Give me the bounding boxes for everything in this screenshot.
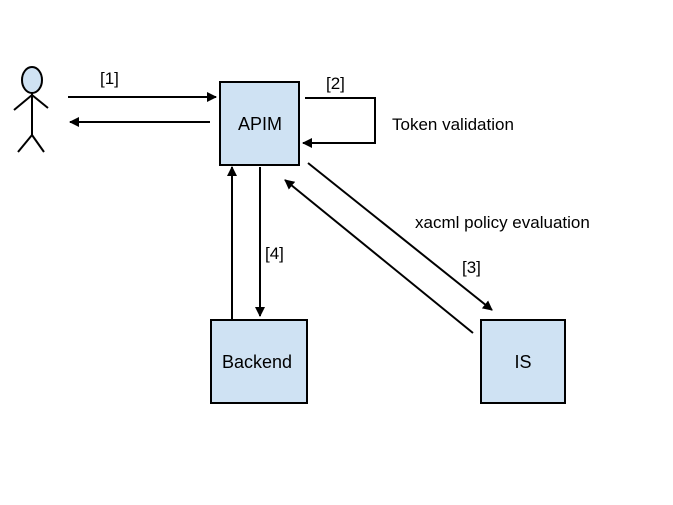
actor-left-arm <box>13 94 33 111</box>
step-3-label: [3] <box>462 258 481 277</box>
backend-node: Backend <box>210 319 308 404</box>
apim-to-is-arrow <box>307 162 493 311</box>
token-validation-loop-arrow <box>302 97 376 148</box>
apim-box <box>219 81 300 166</box>
step-2-label: [2] <box>326 74 345 93</box>
user-actor-icon <box>13 66 49 153</box>
actor-right-arm <box>31 94 49 109</box>
step-1-label: [1] <box>100 69 119 88</box>
actor-right-leg <box>31 134 45 153</box>
is-label: IS <box>514 352 531 372</box>
apim-node: APIM <box>219 81 300 166</box>
backend-label: Backend <box>222 352 292 372</box>
actor-left-leg <box>17 134 33 153</box>
step-4-label: [4] <box>265 244 284 263</box>
is-box <box>480 319 566 404</box>
is-to-apim-arrow <box>284 179 474 334</box>
backend-box <box>210 319 308 404</box>
token-validation-label: Token validation <box>392 115 514 134</box>
actor-head <box>21 66 43 94</box>
xacml-policy-evaluation-label: xacml policy evaluation <box>415 213 590 232</box>
apim-label: APIM <box>238 114 282 134</box>
is-node: IS <box>480 319 566 404</box>
